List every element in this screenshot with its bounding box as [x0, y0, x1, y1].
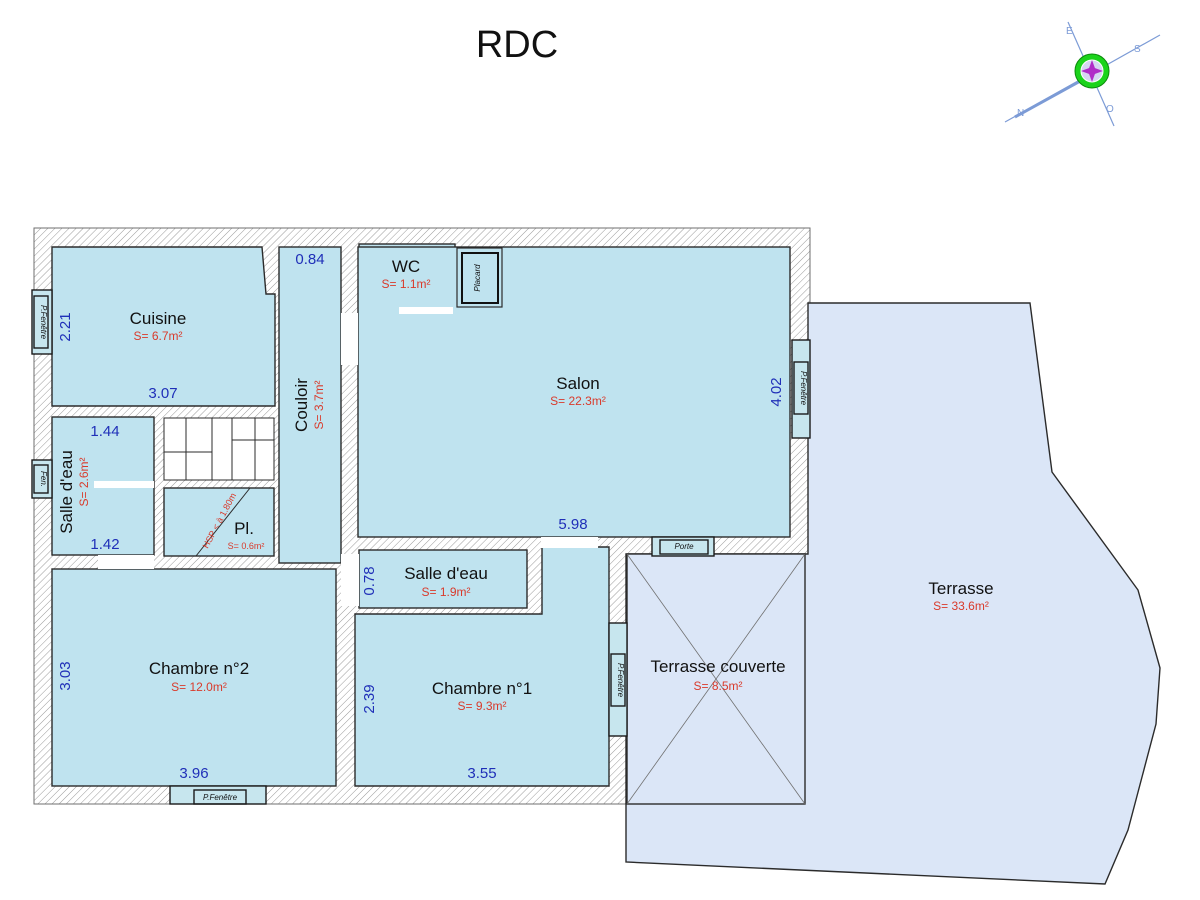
dim-couloir-width: 0.84 [295, 251, 324, 268]
label-chambre-1: Chambre n°1 [432, 679, 532, 698]
door-gap [98, 555, 154, 569]
room-couloir [278, 246, 342, 564]
door-gap [94, 481, 154, 488]
area-salle-eau-2: S= 1.9m² [421, 585, 470, 599]
area-salle-eau-1: S= 2.6m² [77, 457, 91, 506]
dim-cuisine-height: 2.21 [57, 312, 74, 341]
dim-cuisine-width: 3.07 [148, 385, 177, 402]
room-placard-escalier [163, 487, 275, 557]
area-salon: S= 22.3m² [550, 394, 606, 408]
dim-chambre-1-width: 3.55 [467, 765, 496, 782]
room-chambre-1 [354, 546, 610, 787]
label-cuisine: Cuisine [130, 309, 187, 328]
room-cuisine [51, 246, 276, 407]
opening-chambre-2: P.Fenêtre [169, 785, 267, 805]
stairs [163, 417, 275, 481]
opening-cuisine: P.Fenêtre [31, 289, 53, 355]
opening-label-chambre-1: P.Fenêtre [616, 663, 625, 698]
placard-label: Placard [473, 264, 482, 292]
dim-chambre-1-height: 2.39 [361, 684, 378, 713]
dim-chambre-2-height: 3.03 [57, 661, 74, 690]
dim-salle-eau-1-top: 1.44 [90, 423, 119, 440]
label-terrasse: Terrasse [928, 579, 993, 598]
label-salle-eau-1: Salle d'eau [57, 450, 76, 534]
area-cuisine: S= 6.7m² [133, 329, 182, 343]
opening-label-salle-eau: Fen. [39, 471, 48, 487]
dim-salle-eau-2-height: 0.78 [361, 566, 378, 595]
label-terrasse-couverte: Terrasse couverte [650, 657, 785, 676]
opening-label-salon: P.Fenêtre [799, 371, 808, 406]
compass-icon: E S N O [1004, 21, 1161, 127]
area-placard-escalier: S= 0.6m² [228, 541, 265, 551]
label-salle-eau-2: Salle d'eau [404, 564, 488, 583]
area-chambre-2: S= 12.0m² [171, 680, 227, 694]
opening-label-cuisine: P.Fenêtre [39, 305, 48, 340]
plan-title: RDC [476, 24, 558, 66]
placard-diagonal [195, 487, 251, 557]
area-terrasse: S= 33.6m² [933, 599, 989, 613]
dim-salon-height: 4.02 [768, 377, 785, 406]
opening-label-chambre-2: P.Fenêtre [203, 793, 238, 802]
door-gap [341, 313, 358, 365]
opening-salon: P.Fenêtre [791, 339, 811, 439]
door-gap [541, 537, 598, 548]
placard-frame [461, 252, 499, 304]
opening-chambre-1: P.Fenêtre [608, 622, 628, 737]
opening-salle-eau: Fen. [31, 459, 53, 499]
door-gap [399, 307, 453, 314]
door-gap [341, 554, 359, 606]
label-couloir: Couloir [292, 378, 311, 432]
dim-salle-eau-1-bottom: 1.42 [90, 536, 119, 553]
room-chambre-2 [51, 568, 337, 787]
placard-box [456, 247, 503, 308]
label-wc: WC [392, 257, 420, 276]
label-chambre-2: Chambre n°2 [149, 659, 249, 678]
label-salon: Salon [556, 374, 599, 393]
compass-letter-n: N [1017, 108, 1024, 119]
dim-chambre-2-width: 3.96 [179, 765, 208, 782]
opening-label-porte: Porte [674, 542, 694, 551]
area-chambre-1: S= 9.3m² [457, 699, 506, 713]
opening-porte: Porte [651, 536, 715, 557]
room-salon [357, 246, 791, 538]
roof-cross-line [626, 553, 806, 805]
area-terrasse-couverte: S= 8.5m² [693, 679, 742, 693]
area-couloir: S= 3.7m² [312, 380, 326, 429]
compass-letter-o: O [1106, 104, 1114, 115]
compass-letter-s: S [1134, 44, 1141, 55]
compass-letter-e: E [1066, 26, 1073, 37]
area-wc: S= 1.1m² [381, 277, 430, 291]
label-placard-escalier: Pl. [234, 519, 254, 538]
dim-salon-width: 5.98 [558, 516, 587, 533]
room-salle-eau-2 [358, 549, 528, 609]
